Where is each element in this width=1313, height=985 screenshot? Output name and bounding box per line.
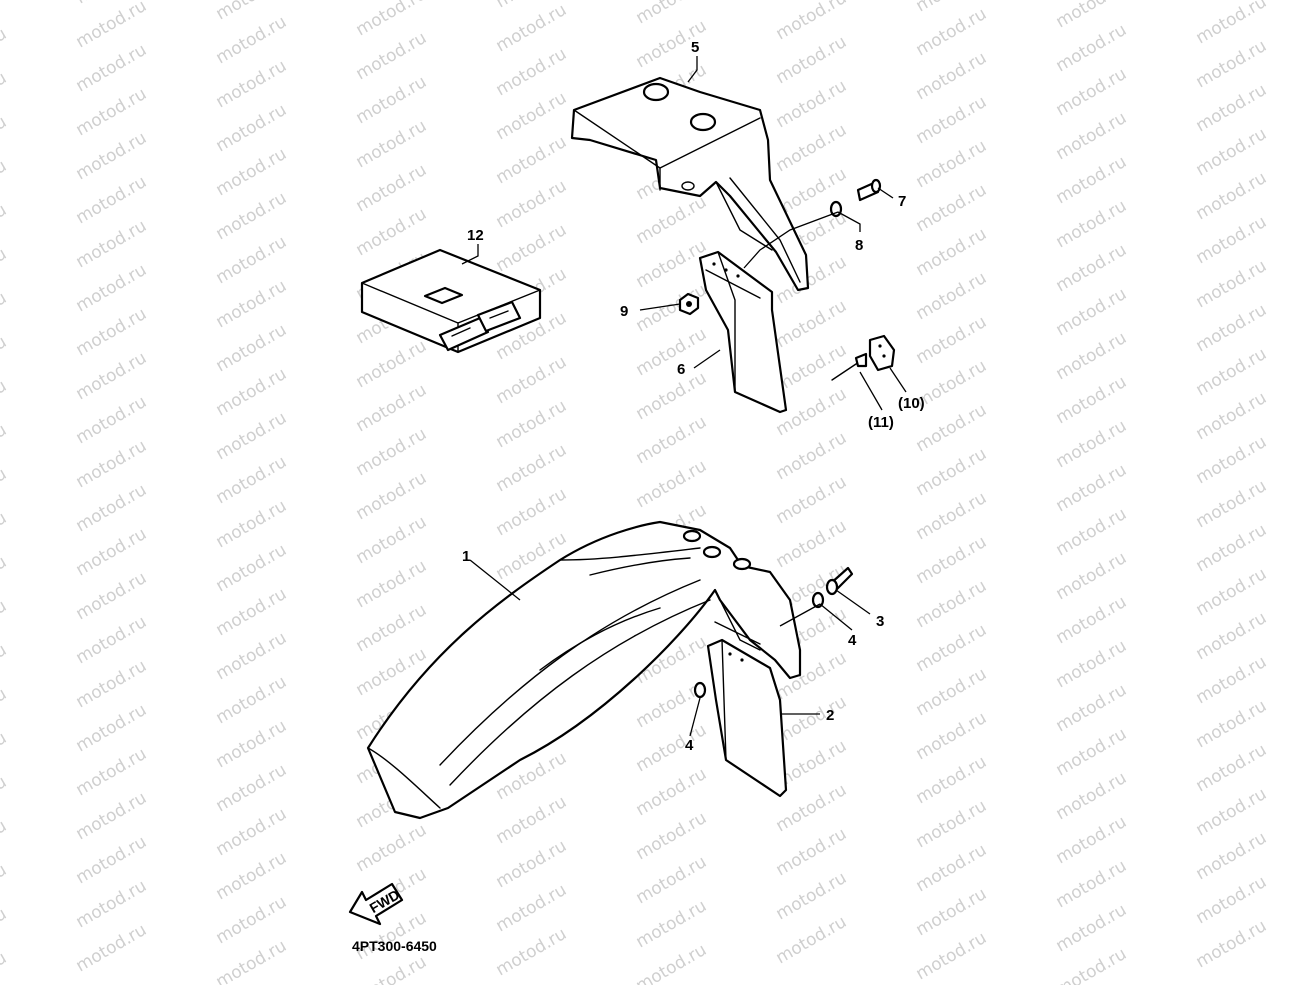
part-2-front-flap[interactable] <box>706 638 788 798</box>
part-4-washer-upper[interactable] <box>811 591 825 609</box>
callout-10: (10) <box>898 395 925 412</box>
part-6-fender-flap[interactable] <box>698 250 788 414</box>
callout-9: 9 <box>620 303 628 320</box>
diagram-code: 4PT300-6450 <box>352 938 437 954</box>
part-10-plate[interactable] <box>868 334 896 372</box>
callouts: 1 2 3 4 4 5 6 7 8 9 (10) (11) 12 <box>462 39 925 754</box>
part-5-fender-bracket[interactable] <box>570 76 810 292</box>
part-1-front-fender[interactable] <box>366 520 802 820</box>
part-4-washer-lower[interactable] <box>693 681 707 699</box>
watermark-text: motod.ru <box>0 948 10 985</box>
callout-8: 8 <box>855 237 863 254</box>
callout-3: 3 <box>876 613 884 630</box>
leader-lines <box>461 56 907 737</box>
part-7-screw[interactable] <box>856 178 882 202</box>
callout-4-lower: 4 <box>685 737 694 754</box>
callout-11: (11) <box>868 414 894 431</box>
part-11-rivet[interactable] <box>831 352 868 381</box>
callout-12: 12 <box>467 227 484 244</box>
callout-2: 2 <box>826 707 834 724</box>
callout-1: 1 <box>462 548 470 565</box>
part-3-bolt[interactable] <box>825 566 854 596</box>
callout-5: 5 <box>691 39 699 56</box>
callout-7: 7 <box>898 193 906 210</box>
part-12-control-unit[interactable] <box>360 248 542 354</box>
callout-4-upper: 4 <box>848 632 857 649</box>
callout-6: 6 <box>677 361 685 378</box>
part-9-nut[interactable] <box>678 292 700 316</box>
